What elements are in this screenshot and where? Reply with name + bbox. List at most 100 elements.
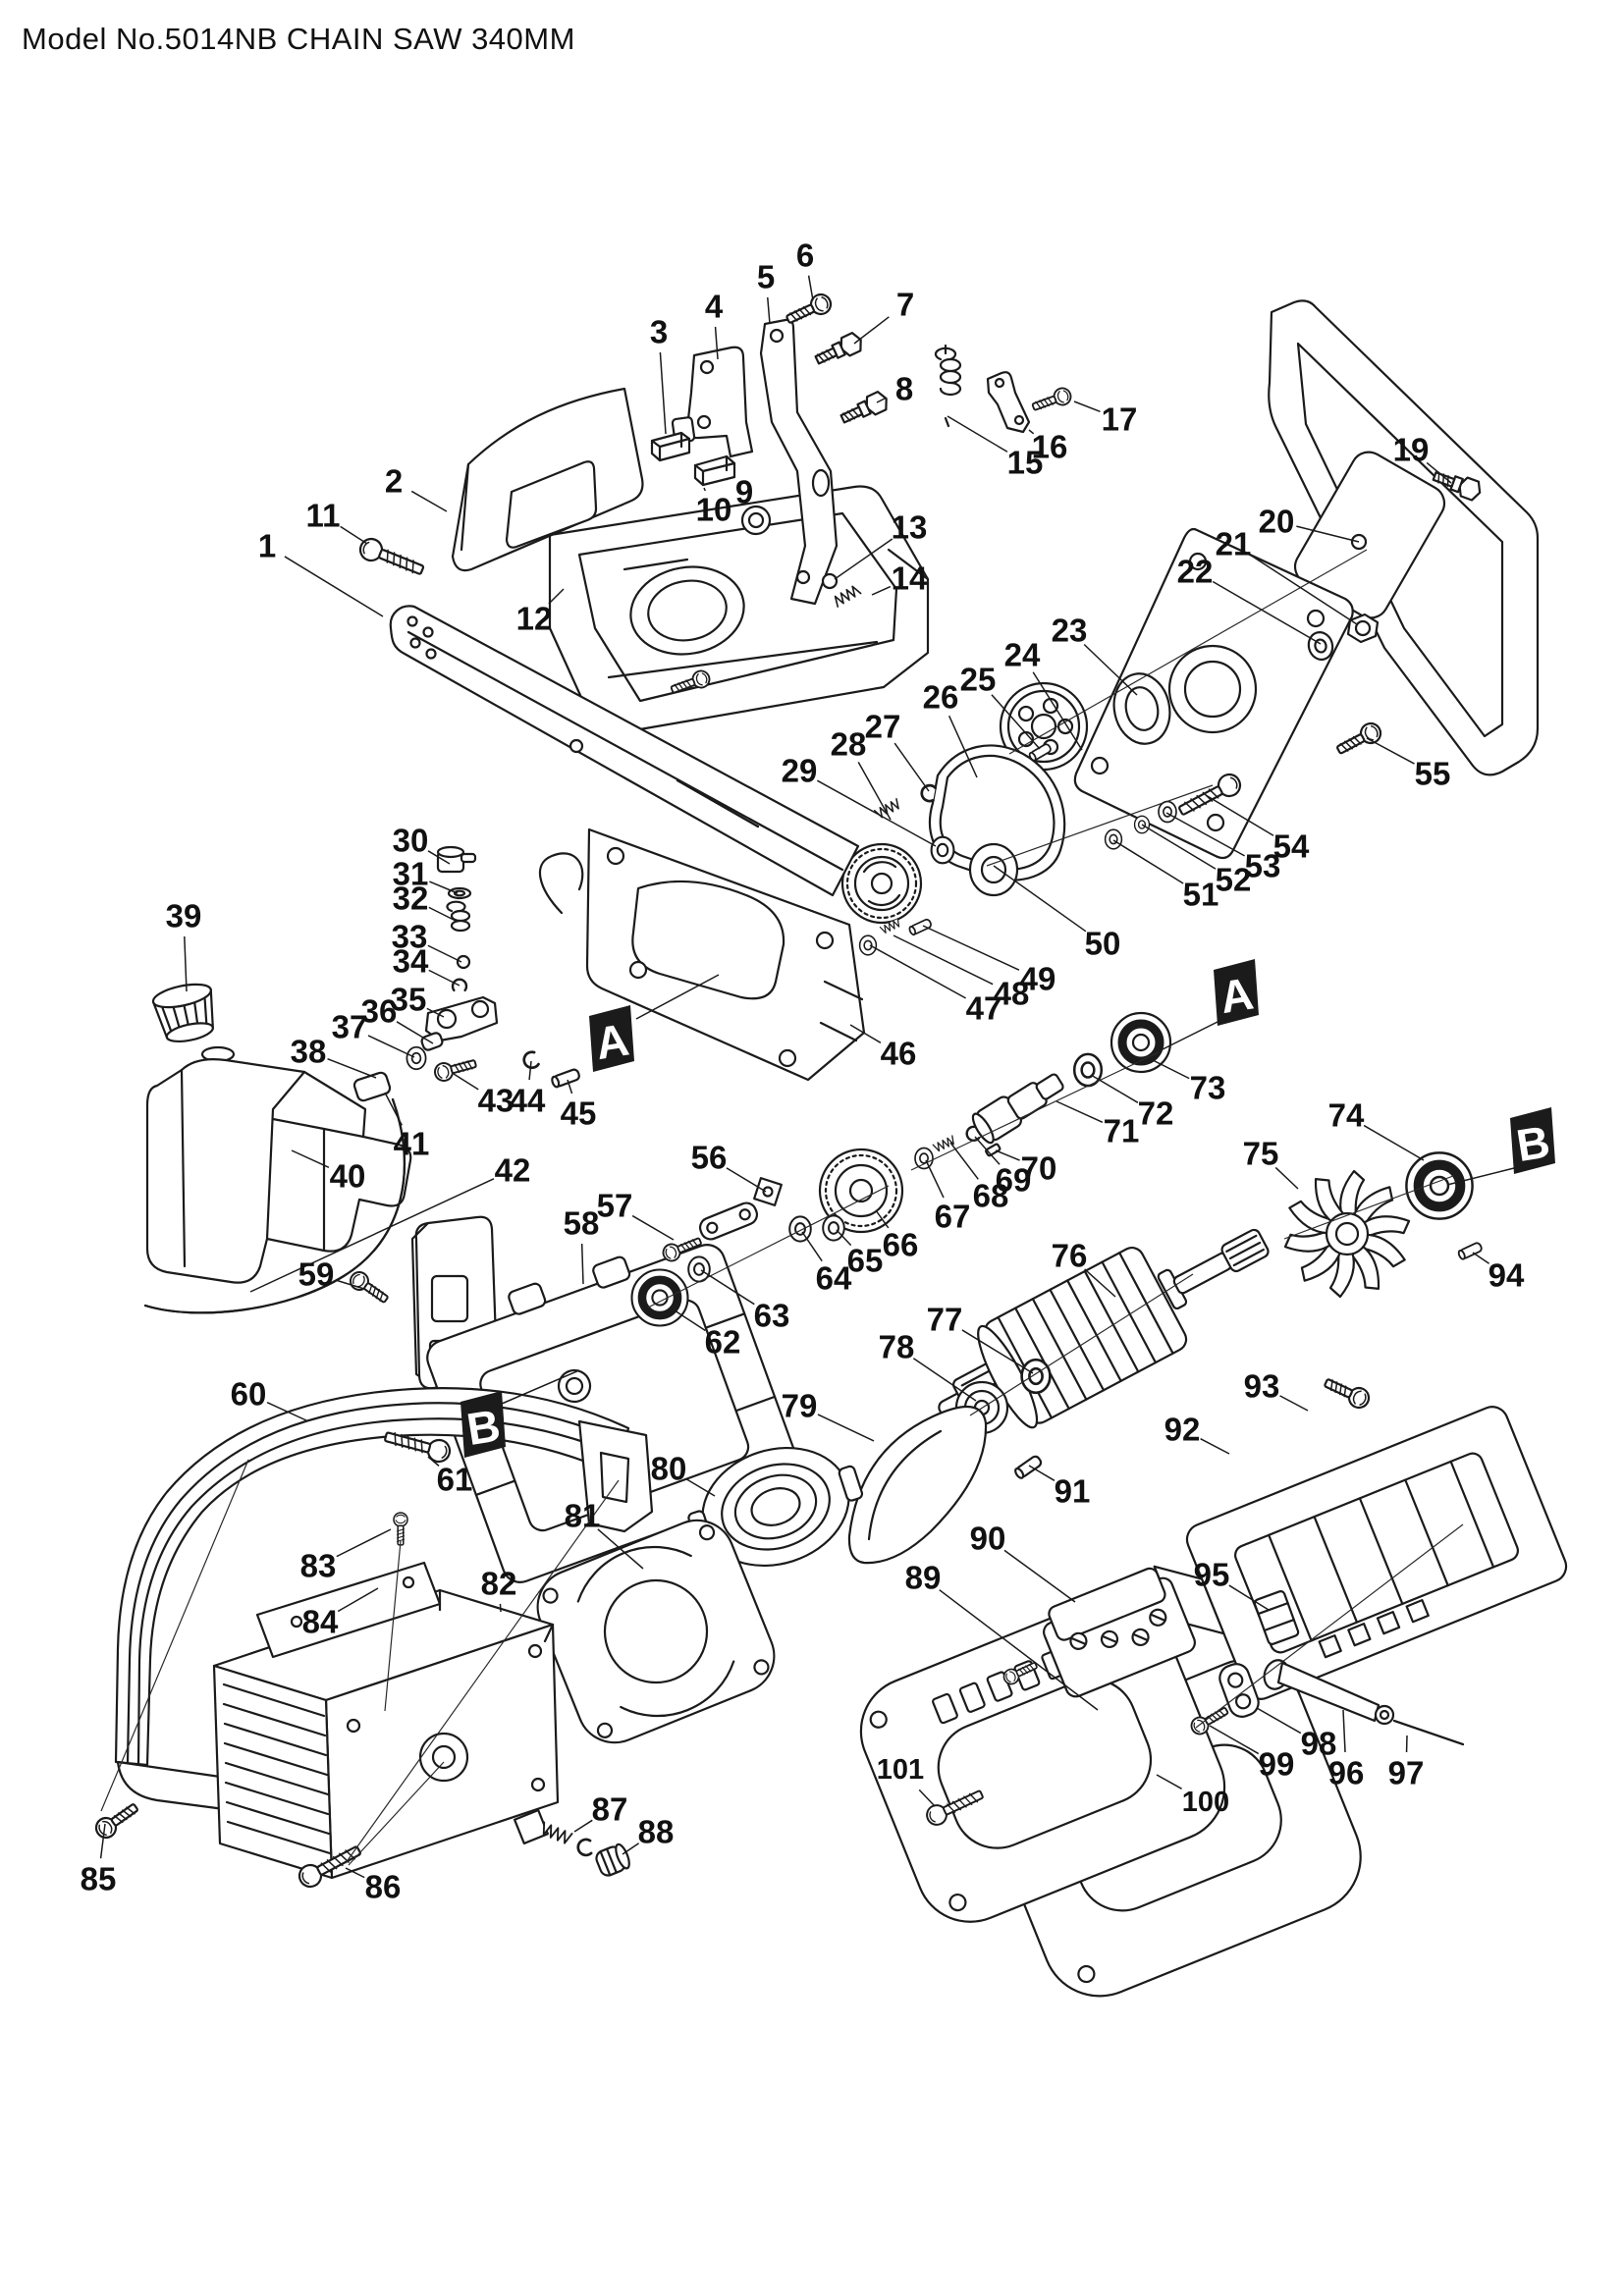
leader-line: [871, 585, 892, 596]
leader-line: [834, 538, 893, 580]
part-number-label: 79: [782, 1388, 818, 1424]
leader-line: [726, 1167, 767, 1193]
part-number-label: 37: [332, 1009, 368, 1045]
part-number-label: 43: [478, 1083, 514, 1119]
leader-line: [659, 351, 667, 435]
part-number-label: 67: [935, 1199, 971, 1235]
section-marker-box: [1510, 1107, 1555, 1174]
leader-line: [426, 1007, 445, 1018]
part-number-label: 35: [391, 982, 427, 1018]
chassis-frame: [538, 828, 866, 1082]
sprocket: [999, 681, 1089, 772]
washer: [788, 1215, 812, 1243]
oil-pump-parts: [352, 845, 582, 1098]
part-number-label: 73: [1190, 1070, 1226, 1106]
leader-line: [1205, 794, 1274, 836]
diagram-title: Model No.5014NB CHAIN SAW 340MM: [22, 22, 575, 56]
screw: [783, 290, 836, 330]
part-number-label: 28: [831, 726, 867, 763]
part-number-label: 57: [597, 1188, 633, 1224]
leader-line: [893, 742, 930, 792]
section-marker-letter: A: [1217, 968, 1257, 1024]
screw: [393, 1512, 408, 1546]
part-number-label: 56: [691, 1140, 728, 1176]
leader-line: [631, 1214, 675, 1241]
part-number-label: 77: [927, 1302, 963, 1338]
leader-line: [1200, 1438, 1230, 1455]
screw: [1029, 385, 1074, 416]
part-number-label: 14: [892, 561, 928, 597]
part-number-label: 72: [1138, 1095, 1174, 1132]
roller-bearing: [632, 1270, 688, 1326]
screw: [1321, 1372, 1374, 1413]
part-number-label: 21: [1216, 526, 1252, 562]
leader-line: [410, 490, 448, 512]
brush-holder: [1253, 1590, 1300, 1645]
leader-line: [949, 1142, 979, 1180]
leader-line: [1250, 554, 1358, 625]
leader-line: [703, 487, 706, 492]
screw: [346, 1267, 393, 1308]
leader-line: [685, 1478, 716, 1497]
section-marker-a: A: [589, 1005, 634, 1072]
part-number-label: 24: [1004, 637, 1041, 673]
section-marker-letter: A: [592, 1014, 632, 1070]
part-number-label: 65: [847, 1243, 884, 1279]
leader-line: [876, 397, 887, 403]
leader-line: [367, 1035, 415, 1058]
leader-line: [1056, 1100, 1104, 1123]
part-number-label: 55: [1415, 756, 1451, 792]
part-number-label: 98: [1301, 1726, 1337, 1762]
part-number-label: 9: [735, 474, 753, 510]
marker-leader-line: [1158, 1020, 1220, 1052]
ball-bearing: [1111, 1013, 1170, 1072]
leader-line: [580, 1243, 584, 1285]
assembly-axes: [100, 549, 1464, 1866]
leader-line: [1141, 824, 1217, 870]
fan: [1280, 1169, 1414, 1299]
carbon-brush: [513, 1808, 593, 1857]
leader-line: [939, 1589, 1099, 1711]
leader-line: [266, 1402, 307, 1421]
part-number-label: 31: [393, 856, 429, 892]
part-number-label: 76: [1052, 1238, 1088, 1274]
gear: [818, 1148, 904, 1234]
part-number-label: 45: [561, 1095, 597, 1132]
shoulder-bolt: [811, 329, 867, 370]
adjust-shaft: [1263, 1659, 1395, 1726]
part-number-label: 8: [895, 371, 913, 407]
leader-line: [1256, 1707, 1302, 1735]
leader-line: [1003, 1549, 1076, 1603]
oil-seal: [968, 842, 1019, 897]
part-number-label: 53: [1245, 848, 1281, 884]
washer: [914, 1147, 934, 1170]
part-number-label: 88: [638, 1814, 675, 1850]
screw: [1332, 719, 1385, 761]
part-number-label: 82: [481, 1566, 517, 1602]
leader-line: [429, 881, 459, 894]
part-number-label: 75: [1243, 1136, 1279, 1172]
tension-spring: [934, 344, 962, 428]
part-number-label: 69: [996, 1162, 1032, 1199]
bearing-yoke: [847, 1405, 988, 1565]
leader-line: [1274, 1166, 1299, 1190]
leader-line: [1228, 1584, 1270, 1611]
leader-line: [336, 1528, 392, 1558]
leader-line: [801, 1231, 823, 1262]
brake-lever: [986, 371, 1031, 434]
part-number-label: 100: [1182, 1787, 1229, 1818]
part-callouts: 1234567891011121314151617192021222324252…: [81, 238, 1525, 1905]
leader-line: [427, 944, 462, 963]
part-number-label: 17: [1102, 401, 1138, 438]
section-marker-letter: B: [1513, 1116, 1553, 1172]
brush-cover-plate: [255, 1561, 442, 1659]
ball-bearing: [1406, 1152, 1472, 1218]
washer: [1158, 800, 1177, 824]
part-number-label: 19: [1393, 432, 1430, 468]
leader-line: [567, 1079, 573, 1095]
part-number-label: 54: [1273, 828, 1310, 865]
leader-line: [925, 1159, 945, 1199]
section-marker-b: B: [1510, 1107, 1555, 1174]
leader-line: [1212, 580, 1322, 645]
brush-block: [650, 431, 691, 462]
